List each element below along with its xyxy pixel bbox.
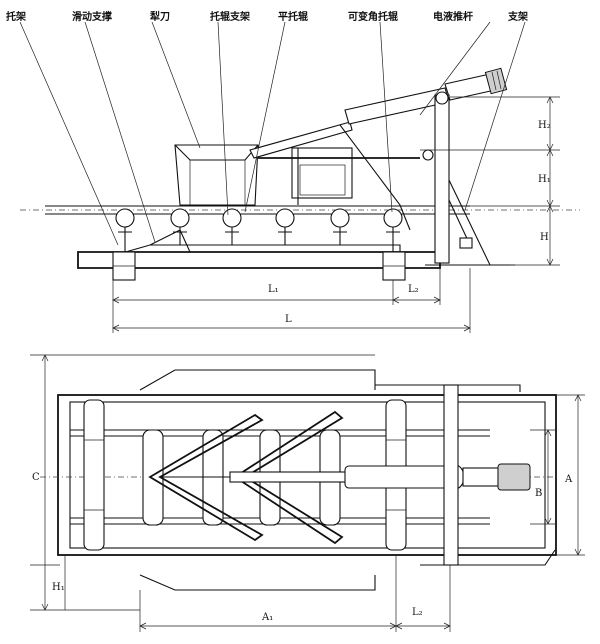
label-carrier-idler-bracket: 托辊支架 — [210, 10, 250, 23]
label-flat-idler: 平托辊 — [278, 10, 308, 23]
idler-roller — [383, 208, 403, 228]
electric-pushrod — [249, 67, 508, 159]
idler-roller — [170, 208, 190, 228]
label-plough-blade: 犁刀 — [150, 10, 170, 23]
dim-H2: H₂ — [538, 120, 551, 131]
dim-L: L — [285, 314, 292, 325]
idler-roller — [275, 208, 295, 228]
idler-row — [115, 208, 403, 252]
cross-shaft — [443, 384, 459, 566]
top-frame — [57, 394, 557, 556]
dim-H1: H₁ — [538, 174, 551, 185]
label-variable-angle-idler: 可变角托辊 — [348, 10, 398, 23]
dim-B: B — [535, 488, 542, 499]
leader-lines — [19, 21, 526, 246]
control-box — [291, 147, 353, 199]
top-pushrod-motor — [497, 463, 531, 491]
dim-H: H — [540, 232, 549, 243]
pushrod-motor — [484, 67, 508, 95]
dim-C: C — [32, 472, 40, 483]
dim-A: A — [564, 474, 573, 485]
dim-L2-top: L₂ — [412, 607, 423, 618]
bottom-skirt — [139, 574, 376, 591]
side-view: H₂ H₁ H L₁ L₂ L 托架 — [6, 10, 580, 333]
idler-roller — [330, 208, 350, 228]
sliding-bracket-arm — [149, 229, 191, 253]
idler-roller — [222, 208, 242, 228]
height-dimensions: H₂ H₁ H — [420, 96, 560, 266]
dim-L1: L₁ — [268, 284, 279, 295]
idler-roller — [115, 208, 135, 228]
plough-blade — [174, 144, 259, 206]
top-skirt — [139, 369, 376, 391]
top-view: C H₁ A B A₁ L₂ — [30, 354, 585, 632]
label-sliding-bracket: 滑动支撑 — [72, 10, 112, 23]
dim-H1-top: H₁ — [52, 582, 65, 593]
dim-L2: L₂ — [408, 284, 419, 295]
length-dimensions: L₁ L₂ L — [112, 268, 471, 333]
label-support: 支架 — [507, 10, 528, 23]
label-electric-pushrod: 电液推杆 — [433, 10, 473, 23]
support-column — [422, 91, 515, 266]
variable-angle-arm — [339, 124, 411, 231]
dim-A1: A₁ — [261, 612, 273, 623]
top-dimensions: C H₁ A B A₁ L₂ — [30, 354, 585, 632]
sliding-bracket-rail — [114, 244, 401, 256]
label-idler-frame: 托架 — [6, 10, 26, 23]
top-roller-stacks — [83, 399, 407, 551]
